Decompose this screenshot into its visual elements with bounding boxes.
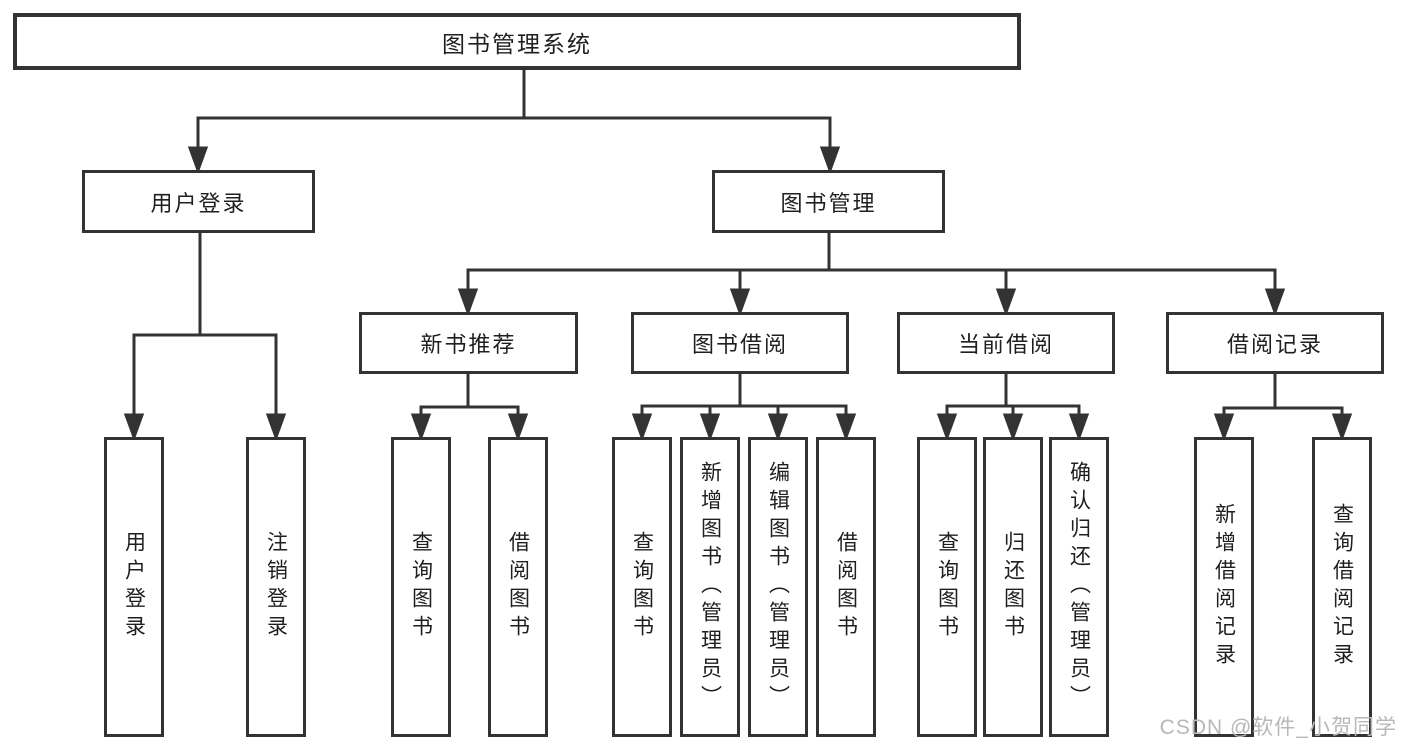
leaf-br-add-record: 新增借阅记录 <box>1194 437 1254 737</box>
leaf-bb-borrow-books: 借阅图书 <box>816 437 876 737</box>
connector-current-borrow-to-leaves <box>936 372 1090 442</box>
leaf-nbr-query-books: 查询图书 <box>391 437 451 737</box>
node-new-book-recommend: 新书推荐 <box>359 312 578 374</box>
node-borrow-records: 借阅记录 <box>1166 312 1384 374</box>
node-book-management: 图书管理 <box>712 170 945 233</box>
connector-borrow-records-to-leaves <box>1213 372 1353 442</box>
node-book-borrow: 图书借阅 <box>631 312 849 374</box>
node-current-borrow: 当前借阅 <box>897 312 1115 374</box>
connector-book-borrow-to-leaves <box>631 372 857 442</box>
node-root-book-management-system: 图书管理系统 <box>13 13 1021 70</box>
connector-root-to-level2 <box>187 68 841 175</box>
connector-book-management-to-level3 <box>457 231 1286 317</box>
leaf-user-login: 用户登录 <box>104 437 164 737</box>
leaf-br-query-record: 查询借阅记录 <box>1312 437 1372 737</box>
leaf-nbr-borrow-books: 借阅图书 <box>488 437 548 737</box>
connector-new-book-recommend-to-leaves <box>410 372 529 442</box>
connector-user-login-to-leaves <box>123 231 287 442</box>
node-user-login: 用户登录 <box>82 170 315 233</box>
leaf-cb-return-books: 归还图书 <box>983 437 1043 737</box>
leaf-cb-query-books: 查询图书 <box>917 437 977 737</box>
watermark-text: CSDN @软件_小贺同学 <box>1159 716 1397 739</box>
leaf-bb-add-books-admin: 新增图书（管理员） <box>680 437 740 737</box>
leaf-bb-edit-books-admin: 编辑图书（管理员） <box>748 437 808 737</box>
leaf-cb-confirm-return-admin: 确认归还（管理员） <box>1049 437 1109 737</box>
leaf-bb-query-books: 查询图书 <box>612 437 672 737</box>
leaf-logout: 注销登录 <box>246 437 306 737</box>
